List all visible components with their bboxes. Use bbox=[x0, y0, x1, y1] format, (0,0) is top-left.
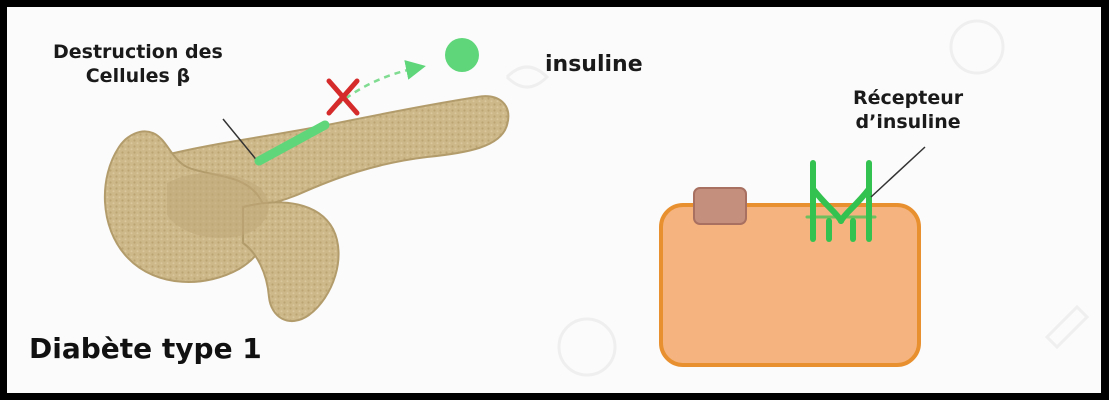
cross-icon bbox=[329, 81, 357, 113]
insulin-label: insuline bbox=[545, 51, 643, 79]
beta-cell-destruction-label: Destruction des Cellules β bbox=[53, 41, 223, 89]
insulin-secretion-arrow bbox=[329, 67, 421, 113]
destruction-label-line1: Destruction des bbox=[53, 41, 223, 65]
receptor-label-line1: Récepteur bbox=[853, 87, 963, 111]
receptor-label-line2: d’insuline bbox=[853, 111, 963, 135]
receptor-pointer-line bbox=[871, 147, 925, 197]
diagram-title: Diabète type 1 bbox=[29, 331, 262, 366]
glucose-transporter-icon bbox=[694, 188, 746, 224]
insulin-molecule-icon bbox=[445, 38, 479, 72]
target-cell bbox=[661, 205, 919, 365]
destruction-label-line2: Cellules β bbox=[53, 65, 223, 89]
insulin-receptor-label: Récepteur d’insuline bbox=[853, 87, 963, 135]
